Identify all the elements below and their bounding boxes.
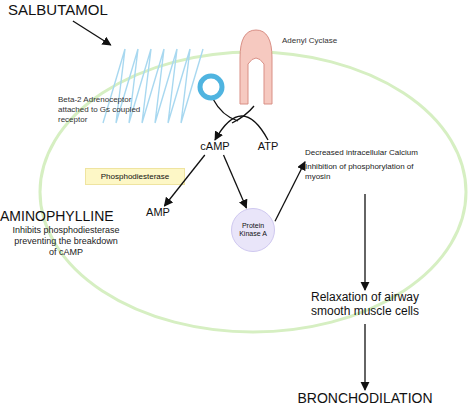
node-text: BRONCHODILATION [290, 390, 440, 407]
drug-label: AMINOPHYLLINEInhibits phosphodiesterase … [0, 208, 126, 272]
node-text: Phosphodiesterase [86, 169, 184, 184]
node-text: ATP [254, 140, 282, 153]
effect-note: Decreased intracellular CalciumInhibitio… [305, 148, 425, 194]
g-protein-link [213, 99, 238, 121]
kinase-circle: Protein Kinase A [231, 208, 275, 252]
outcome-label: BRONCHODILATION [290, 390, 440, 412]
node-text: Decreased intracellular Calcium [305, 148, 425, 158]
node-text: Relaxation of airway smooth muscle cells [290, 290, 440, 318]
cyclase-shape [240, 30, 272, 104]
arrow-connector [364, 194, 365, 290]
arrow-connector [164, 155, 204, 206]
node-body-text: Inhibition of phosphorylation of myosin [305, 162, 425, 182]
node-text: AMP [142, 206, 174, 219]
enzyme-node: Adenyl Cyclase [238, 28, 338, 106]
molecule-label: ATP [254, 140, 282, 155]
node-body-text: Inhibits phosphodiesterase preventing th… [12, 225, 120, 258]
molecule-label: AMP [142, 206, 174, 221]
cell-membrane [40, 52, 466, 332]
arrow-connector [215, 116, 268, 140]
node-text: cAMP [198, 140, 232, 153]
node-text: Protein Kinase A [236, 222, 270, 238]
arrow-connector [364, 324, 365, 390]
receptor-node: Beta-2 Adrenoceptor attached to Gs coupl… [95, 45, 200, 128]
receptor-shape [95, 45, 200, 128]
arrow-connector [73, 21, 111, 45]
node-text: Adenyl Cyclase [282, 36, 342, 46]
arrow-connector [275, 162, 305, 221]
node-text: Beta-2 Adrenoceptor attached to Gs coupl… [58, 95, 158, 125]
g-protein-ring [200, 76, 222, 98]
drug-label: SALBUTAMOL [8, 1, 126, 21]
node-text: AMINOPHYLLINE [0, 208, 126, 225]
node-text: SALBUTAMOL [8, 1, 126, 19]
enzyme-box: Phosphodiesterase [85, 168, 185, 185]
arrow-connector [224, 155, 247, 208]
outcome-label: Relaxation of airway smooth muscle cells [290, 290, 440, 324]
cyclase-link [232, 106, 254, 123]
molecule-label: cAMP [198, 140, 232, 155]
